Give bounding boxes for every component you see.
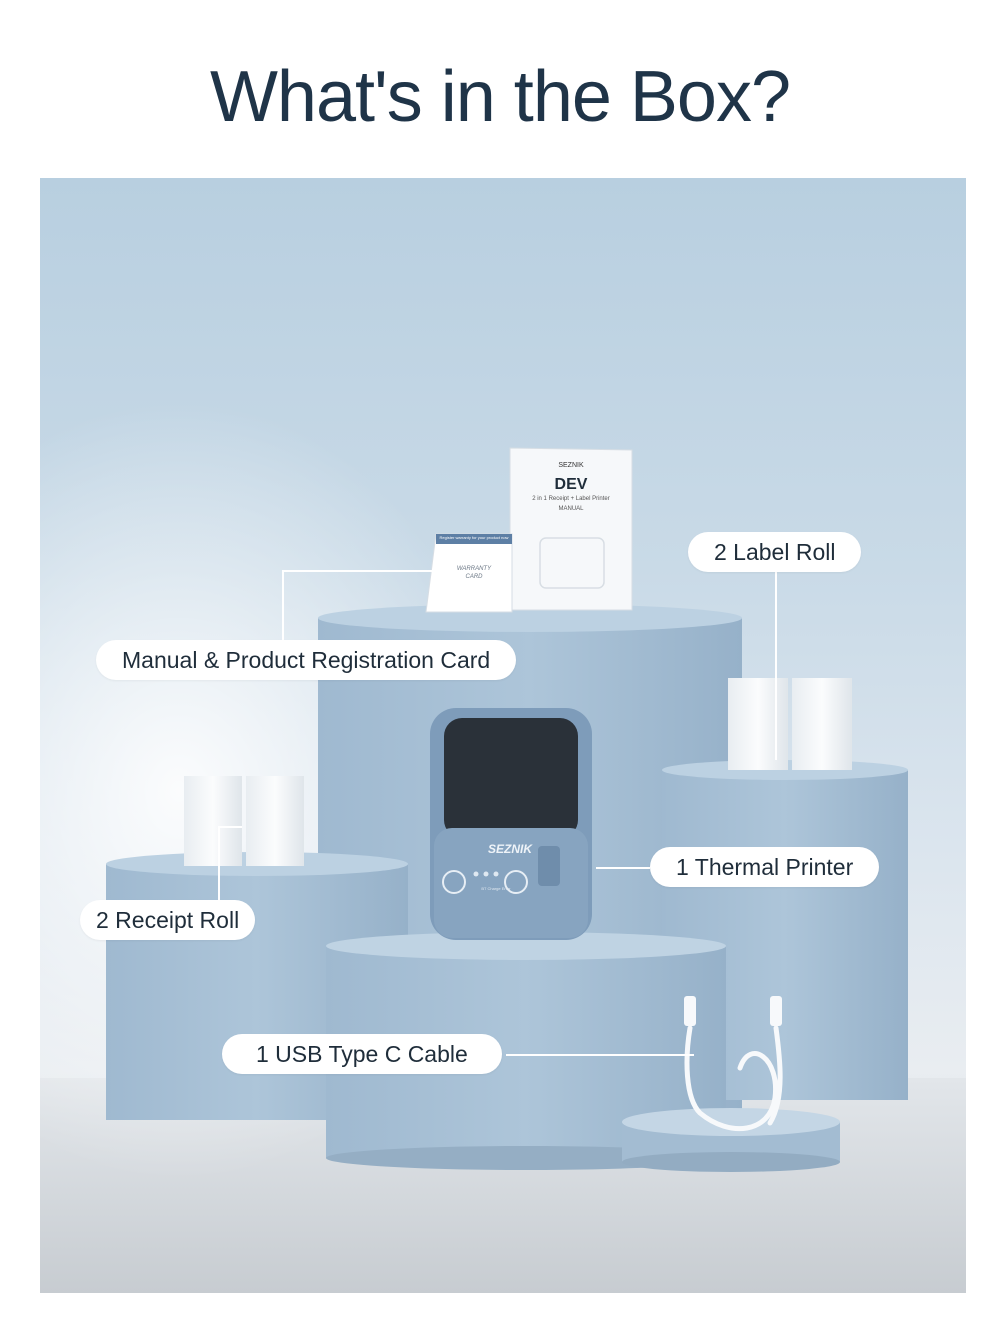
callout-thermal-printer: 1 Thermal Printer — [650, 847, 880, 887]
warranty-card — [425, 533, 513, 613]
leader-receipt-h — [218, 826, 242, 828]
warranty-title-line2: CARD — [465, 574, 483, 580]
page-title: What's in the Box? — [209, 57, 791, 137]
warranty-title-line1: WARRANTY — [456, 566, 492, 572]
label-rolls — [728, 678, 852, 770]
leader-manual-h — [282, 570, 432, 572]
leader-label-roll — [775, 570, 777, 760]
manual-brand: SEZNIK — [558, 462, 584, 469]
manual-booklet — [509, 447, 633, 611]
manual-doc-type: MANUAL — [558, 506, 584, 512]
product-scene: SEZNIK DEV 2 in 1 Receipt + Label Printe… — [40, 178, 966, 1293]
usb-cable — [684, 996, 783, 1131]
callout-usb-cable: 1 USB Type C Cable — [222, 1034, 502, 1074]
leader-printer — [596, 867, 650, 869]
scene-illustration — [40, 178, 966, 1293]
callout-receipt-roll: 2 Receipt Roll — [80, 900, 256, 940]
thermal-printer — [430, 708, 592, 940]
warranty-header: Register warranty for your product now — [439, 535, 509, 540]
leader-receipt-v — [218, 826, 220, 900]
printer-indicator-labels: BT Charge Error — [481, 886, 511, 891]
leader-manual-v — [282, 570, 284, 640]
manual-model: DEV — [554, 476, 588, 493]
leader-usb — [506, 1054, 694, 1056]
callout-label-roll: 2 Label Roll — [688, 532, 862, 572]
receipt-rolls — [184, 776, 304, 866]
manual-subtitle: 2 in 1 Receipt + Label Printer — [532, 496, 610, 502]
printer-brand: SEZNIK — [487, 842, 532, 856]
callout-manual-card: Manual & Product Registration Card — [96, 640, 517, 680]
